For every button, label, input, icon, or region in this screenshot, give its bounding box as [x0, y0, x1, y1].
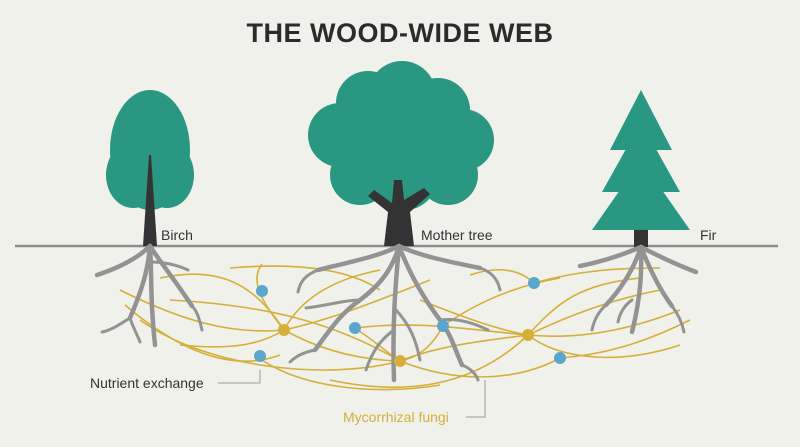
mycorrhizal-fungi-leader [466, 380, 486, 418]
fungal-hypha [139, 319, 401, 371]
nutrient-exchange-node [528, 277, 540, 289]
fungal-hypha [256, 263, 285, 331]
exchange-nodes [254, 277, 566, 364]
fungal-hypha [419, 299, 529, 336]
fungal-hypha [329, 334, 529, 389]
nutrient-exchange-node [349, 322, 361, 334]
nutrient-exchange-leader [218, 370, 261, 384]
mother-tree-roots [288, 243, 502, 383]
nutrient-exchange-node [256, 285, 268, 297]
nutrient-exchange-label: Nutrient exchange [90, 375, 204, 391]
fungal-hypha [527, 309, 681, 338]
fungal-hypha [124, 304, 281, 363]
fungal-hypha [469, 268, 535, 284]
fungal-junction-node [278, 324, 290, 336]
fungal-hypha [179, 329, 285, 348]
fungal-hypha [119, 289, 285, 332]
mother-tree [308, 61, 494, 246]
birch-label: Birch [161, 227, 193, 243]
fungal-junction-node [394, 355, 406, 367]
fungal-hypha [399, 325, 444, 362]
birch-roots [94, 243, 204, 348]
mother-tree-label: Mother tree [421, 227, 493, 243]
fir-canopy [592, 160, 690, 230]
fir-roots [577, 244, 699, 335]
mycorrhizal-fungi-label: Mycorrhizal fungi [343, 409, 449, 425]
fungal-hypha [254, 354, 441, 391]
fir-canopy [610, 90, 672, 150]
nutrient-exchange-node [437, 320, 449, 332]
fungal-junction-node [522, 329, 534, 341]
fungal-junctions [278, 324, 534, 367]
fungal-hypha [283, 329, 401, 362]
fungal-hypha [533, 267, 661, 284]
fungal-hypha [283, 279, 431, 331]
mother-tree-trunk [368, 180, 430, 246]
birch-canopy [140, 142, 194, 208]
birch-tree [106, 90, 194, 246]
fungal-hypha [399, 357, 561, 378]
fungal-hypha [283, 269, 381, 331]
mycorrhizal-network [119, 263, 691, 391]
fir-canopy [602, 122, 680, 192]
fir-tree [592, 90, 690, 247]
birch-trunk [143, 155, 157, 246]
fungal-hypha [527, 277, 641, 336]
fir-label: Fir [700, 227, 717, 243]
nutrient-exchange-node [554, 352, 566, 364]
diagram-title: THE WOOD-WIDE WEB [246, 18, 554, 48]
nutrient-exchange-node [254, 350, 266, 362]
fungal-hypha [442, 277, 561, 327]
fungal-hypha [559, 319, 691, 359]
fungal-hypha [527, 334, 681, 359]
fungal-hypha [527, 289, 661, 336]
mother-tree-canopy [358, 98, 442, 182]
fungal-hypha [159, 273, 285, 331]
fir-trunk [634, 225, 648, 247]
